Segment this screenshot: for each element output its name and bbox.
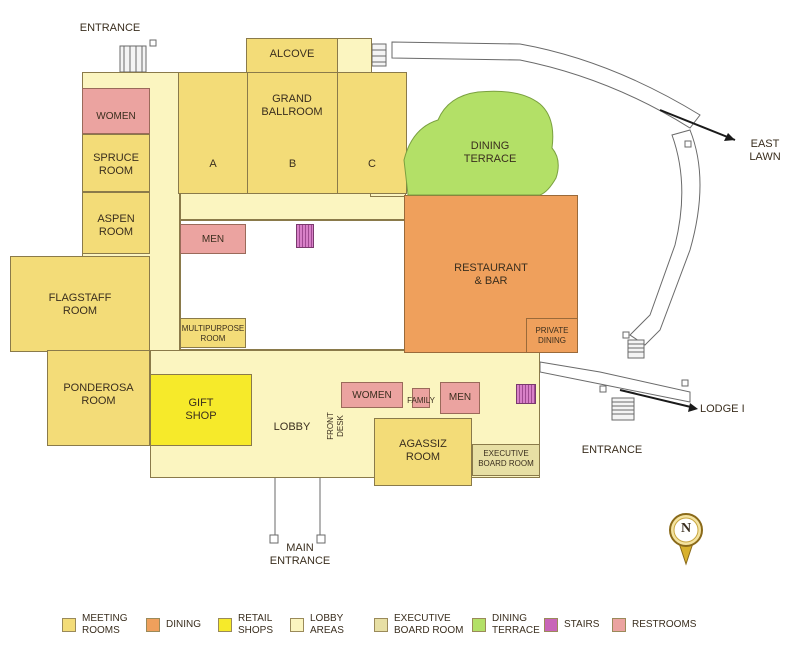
entrance-right-label: ENTRANCE: [581, 444, 643, 456]
private-dining-label: PRIVATE DINING: [535, 326, 569, 345]
legend-swatch: [472, 618, 486, 632]
ballroom-foyer: [180, 192, 405, 220]
ballroom-section-c: [337, 72, 407, 194]
ballroom-section-a: [178, 72, 248, 194]
legend-label: LOBBY AREAS: [310, 613, 344, 636]
legend-swatch: [612, 618, 626, 632]
dining-terrace-label: DINING TERRACE: [463, 140, 517, 165]
family-label: FAMILY: [407, 396, 435, 405]
lodge-label: LODGE I: [700, 403, 745, 415]
private-dining: [526, 318, 578, 353]
alcove-label: ALCOVE: [269, 48, 315, 60]
aspen-room: [82, 192, 150, 254]
legend-swatch: [290, 618, 304, 632]
legend-swatch: [146, 618, 160, 632]
grand-ballroom-label: GRAND BALLROOM: [261, 93, 323, 118]
north-label: N: [680, 521, 692, 536]
ballroom-c-label: C: [368, 158, 376, 170]
compass: N: [668, 512, 704, 566]
flagstaff-room: [10, 256, 150, 352]
executive-board-room-label: EXECUTIVE BOARD ROOM: [478, 449, 534, 468]
entrance-top-label: ENTRANCE: [79, 22, 141, 34]
alcove-walkway: [336, 38, 372, 74]
spruce-room-label: SPRUCE ROOM: [93, 152, 139, 177]
lobby-label: LOBBY: [273, 421, 311, 433]
multipurpose-room: [180, 318, 246, 348]
legend-label: EXECUTIVE BOARD ROOM: [394, 613, 464, 636]
north-arrow-icon: [669, 513, 703, 566]
ballroom-a-label: A: [209, 158, 217, 170]
legend: MEETING ROOMS DINING RETAIL SHOPS LOBBY ARE…: [0, 600, 800, 650]
men-lobby-label: MEN: [448, 392, 472, 403]
legend-label: MEETING ROOMS: [82, 613, 128, 636]
legend-swatch: [218, 618, 232, 632]
men-restroom-lobby: [440, 382, 480, 414]
front-desk-label: FRONT DESK: [326, 412, 345, 440]
restaurant-bar-label: RESTAURANT & BAR: [454, 262, 528, 287]
ballroom-b-label: B: [288, 158, 297, 170]
gift-shop-label: GIFT SHOP: [185, 397, 217, 422]
executive-board-room: [472, 444, 540, 476]
spruce-room: [82, 134, 150, 192]
ballroom-section-b: [247, 72, 338, 194]
east-lawn-label: EAST LAWN: [749, 138, 781, 163]
legend-swatch: [544, 618, 558, 632]
men-restroom-courtyard: [180, 224, 246, 254]
men-courtyard-label: MEN: [201, 234, 225, 245]
legend-label: RETAIL SHOPS: [238, 613, 274, 636]
legend-label: DINING: [166, 619, 201, 630]
gift-shop: [150, 374, 252, 446]
multipurpose-room-label: MULTIPURPOSE ROOM: [181, 324, 245, 343]
ponderosa-room: [47, 350, 150, 446]
lobby-east-stairs: [516, 384, 536, 404]
aspen-room-label: ASPEN ROOM: [97, 213, 135, 238]
ponderosa-room-label: PONDEROSA ROOM: [63, 382, 134, 407]
women-north-label: WOMEN: [96, 111, 136, 122]
legend-swatch: [62, 618, 76, 632]
women-restroom-north: [82, 88, 150, 134]
women-lobby-label: WOMEN: [352, 390, 392, 401]
agassiz-room: [374, 418, 472, 486]
family-restroom: [412, 388, 430, 408]
main-entrance-label: MAIN ENTRANCE: [269, 542, 331, 567]
legend-swatch: [374, 618, 388, 632]
legend-label: RESTROOMS: [632, 619, 697, 630]
legend-label: DINING TERRACE: [492, 613, 540, 636]
courtyard-stairs: [296, 224, 314, 248]
women-restroom-lobby: [341, 382, 403, 408]
flagstaff-room-label: FLAGSTAFF ROOM: [48, 292, 112, 317]
legend-label: STAIRS: [564, 619, 600, 630]
agassiz-room-label: AGASSIZ ROOM: [399, 438, 447, 463]
